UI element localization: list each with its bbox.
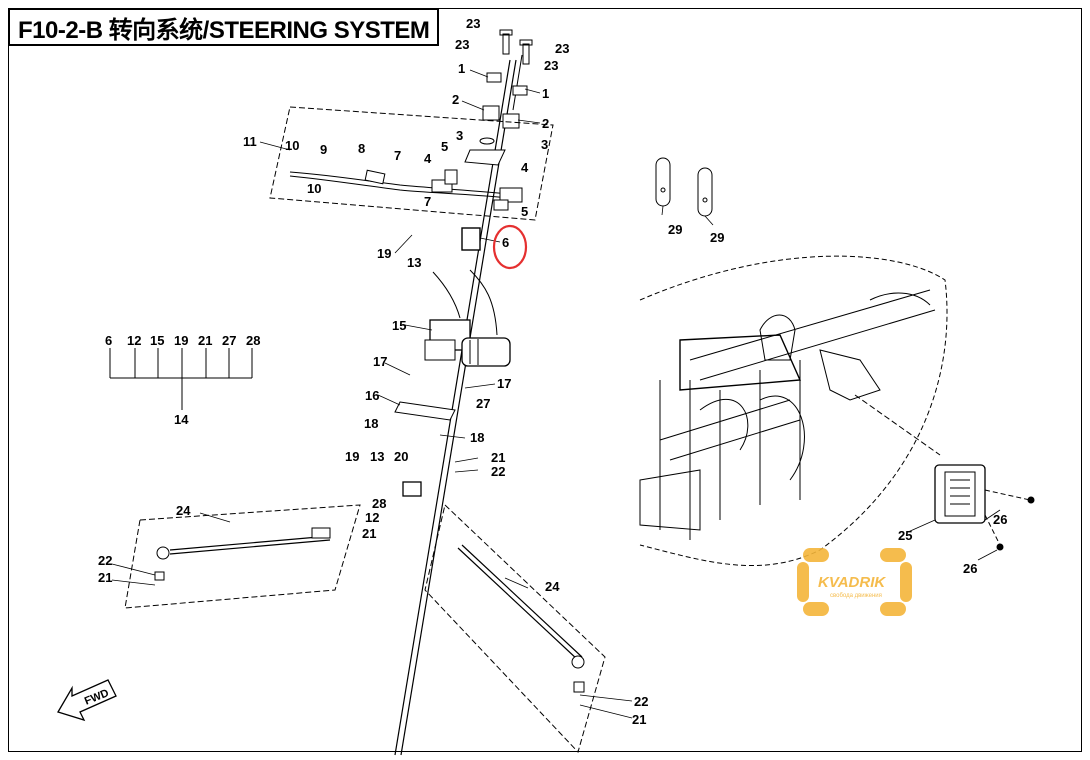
callout-17a: 17 [373,354,387,369]
callout-21a: 21 [491,450,505,465]
callout-10a: 10 [285,138,299,153]
callout-29b: 29 [710,230,724,245]
callout-1b: 1 [542,86,549,101]
bushing-1-2-group [482,72,528,129]
callout-3a: 3 [456,128,463,143]
bolt-23-group [499,29,533,65]
callout-22b: 22 [98,553,112,568]
group-14-labels: 6 12 15 19 21 27 28 14 [105,333,260,427]
callout-5b: 5 [521,204,528,219]
steering-shaft [394,54,523,756]
callout-12: 12 [365,510,379,525]
bracket-16 [394,401,456,421]
callout-2a: 2 [452,92,459,107]
group-14-member-28: 28 [246,333,260,348]
callout-2b: 2 [542,116,549,131]
callout-18b: 18 [470,430,484,445]
watermark-tagline: свобода движения [830,593,882,599]
group-14-member-15: 15 [150,333,164,348]
callout-5a: 5 [441,139,448,154]
callout-24a: 24 [176,503,191,518]
vehicle-frame-inset [639,255,948,567]
group-14-label: 14 [174,412,189,427]
wiring-harness [432,269,498,336]
callout-10b: 10 [307,181,321,196]
kvadrik-watermark: KVADRIK свобода движения [797,548,912,616]
group-14-bracket [109,348,253,410]
tie-rod-right [457,544,585,693]
callout-3b: 3 [541,137,548,152]
tie-rod-right-box [424,504,606,753]
callout-23b: 23 [455,37,469,52]
callout-17b: 17 [497,376,511,391]
callout-11: 11 [243,134,257,149]
callout-19b: 19 [345,449,359,464]
callout-18a: 18 [364,416,378,431]
callout-21d: 21 [632,712,646,727]
callout-4a: 4 [424,151,432,166]
callout-24b: 24 [545,579,560,594]
callout-23c: 23 [555,41,569,56]
hook-29-pair [655,157,713,217]
callout-15: 15 [392,318,406,333]
callout-4b: 4 [521,160,529,175]
leader-lines [111,69,1001,719]
group-14-member-27: 27 [222,333,236,348]
group-14-member-21: 21 [198,333,212,348]
drawing-frame [8,8,1082,752]
callout-26a: 26 [993,512,1007,527]
part-6-switch [461,227,481,251]
joint-20 [402,481,422,497]
callout-28: 28 [372,496,386,511]
callout-29a: 29 [668,222,682,237]
callout-7b: 7 [424,194,431,209]
group-14-member-19: 19 [174,333,188,348]
callout-6: 6 [502,235,509,250]
callout-23d: 23 [544,58,558,73]
ecu-25 [934,464,1035,551]
callout-labels: 23 23 23 23 1 1 2 2 3 3 11 10 10 9 8 7 7… [98,16,1007,727]
callout-23a: 23 [466,16,480,31]
callout-16: 16 [365,388,379,403]
watermark-brand: KVADRIK [818,574,886,591]
callout-9: 9 [320,142,327,157]
callout-26b: 26 [963,561,977,576]
tie-rod-left [154,527,331,581]
group-14-member-6: 6 [105,333,112,348]
callout-13a: 13 [407,255,421,270]
callout-21b: 21 [362,526,376,541]
callout-1a: 1 [458,61,465,76]
callout-25: 25 [898,528,912,543]
callout-22c: 22 [634,694,648,709]
callout-27: 27 [476,396,490,411]
tie-rod-left-box [124,504,361,609]
callout-20: 20 [394,449,408,464]
cable-assembly [289,137,523,211]
page-title: F10-2-B 转向系统/STEERING SYSTEM [8,8,440,46]
callout-13b: 13 [370,449,384,464]
callout-21c: 21 [98,570,112,585]
callout-8: 8 [358,141,365,156]
group-14-member-12: 12 [127,333,141,348]
callout-7a: 7 [394,148,401,163]
eps-motor-15 [424,319,511,367]
callout-19a: 19 [377,246,391,261]
callout-22a: 22 [491,464,505,479]
fwd-arrow: FWD [57,679,117,722]
highlight-circle-part-6 [492,224,528,270]
group-11-box [269,106,554,221]
